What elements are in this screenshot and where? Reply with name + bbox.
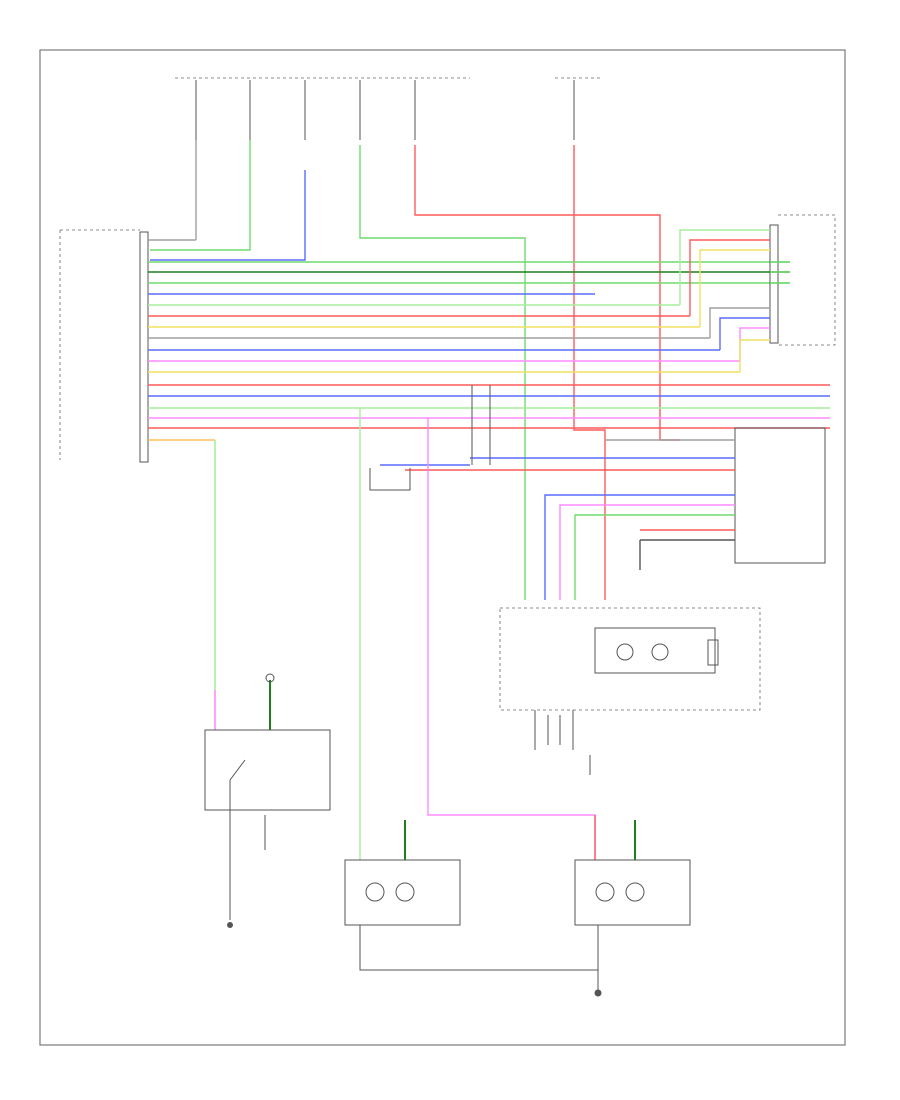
- diagram-frame: [39, 49, 846, 1046]
- center-junction: [369, 385, 491, 491]
- right-lower-lamp: [574, 820, 691, 926]
- lamp-feed-wires: [359, 408, 596, 860]
- meter-control-module: [405, 427, 826, 600]
- ground-bus: [359, 925, 602, 997]
- combination-meter-unit: [499, 607, 761, 711]
- top-fuse-stubs: [175, 77, 600, 140]
- relay: [534, 710, 591, 775]
- body-control-module-connector: [59, 229, 149, 463]
- left-lower-switch: [204, 440, 331, 928]
- left-lower-lamp: [344, 820, 461, 926]
- harness-wires: [148, 239, 830, 441]
- feed-wires: [150, 140, 680, 600]
- combination-meter-connector: [679, 214, 836, 372]
